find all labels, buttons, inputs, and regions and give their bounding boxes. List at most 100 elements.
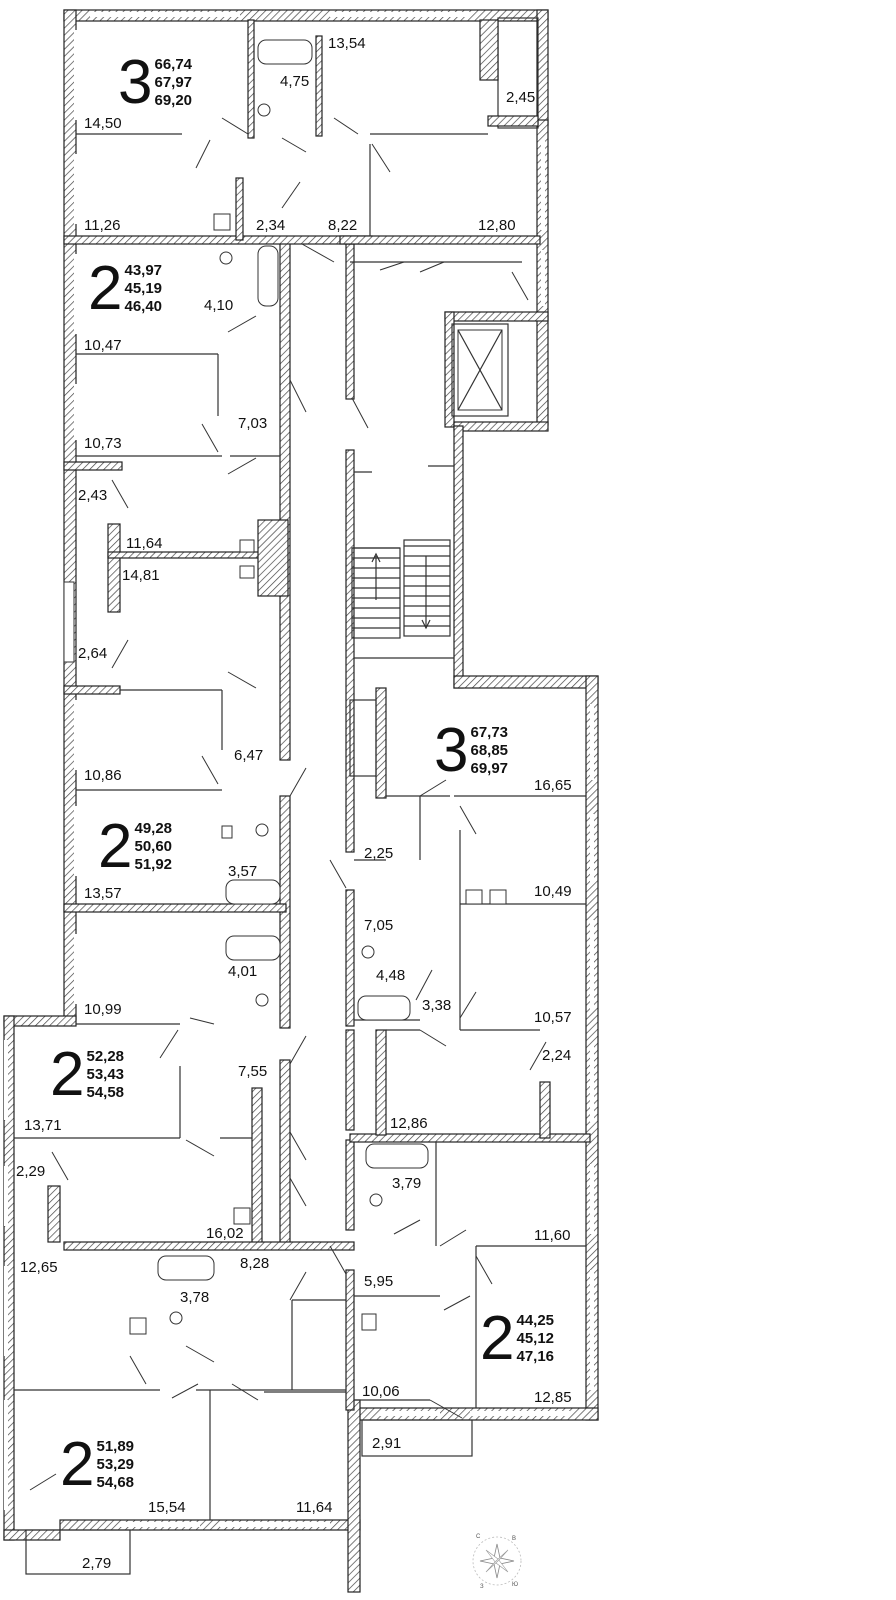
room-area: 11,64 (296, 1499, 333, 1516)
room-area: 10,47 (84, 337, 122, 354)
apartment-label: 2 49,28 50,60 51,92 (98, 816, 172, 878)
room-area: 10,86 (84, 767, 122, 784)
room-area: 11,26 (84, 217, 121, 234)
room-area: 16,02 (206, 1225, 244, 1242)
apartment-sizes: 49,28 50,60 51,92 (134, 820, 172, 874)
room-area: 7,55 (238, 1063, 268, 1080)
room-area: 2,24 (542, 1047, 572, 1064)
size-value: 44,25 (516, 1312, 555, 1329)
room-area: 3,79 (392, 1175, 422, 1192)
room-area: 13,71 (24, 1117, 62, 1134)
compass-north: С (476, 1534, 481, 1540)
apartment-sizes: 44,25 45,12 47,16 (516, 1312, 554, 1366)
size-value: 51,92 (134, 856, 173, 873)
size-value: 46,40 (124, 298, 163, 315)
room-area: 2,79 (82, 1555, 112, 1572)
size-value: 45,19 (124, 280, 163, 297)
size-value: 51,89 (96, 1438, 135, 1455)
room-count: 2 (88, 254, 123, 323)
room-area: 4,01 (228, 963, 258, 980)
apartment-label: 3 67,73 68,85 69,97 (434, 720, 508, 782)
room-area: 10,06 (362, 1383, 400, 1400)
stair-part (349, 699, 377, 777)
compass-east: В (512, 1536, 517, 1542)
room-area: 6,47 (234, 747, 264, 764)
size-value: 54,68 (96, 1474, 135, 1491)
apartment-label: 2 51,89 53,29 54,68 (60, 1434, 134, 1496)
room-count: 3 (118, 48, 153, 117)
size-value: 50,60 (134, 838, 173, 855)
room-area: 12,85 (534, 1389, 572, 1406)
room-area: 2,45 (506, 89, 536, 106)
apartment-label: 2 43,97 45,19 46,40 (88, 258, 162, 320)
size-value: 66,74 (154, 56, 193, 73)
stair-part (371, 552, 381, 563)
compass: С В Ю З (466, 1530, 528, 1592)
room-area: 2,64 (78, 645, 108, 662)
door-swings (29, 117, 547, 1491)
apartment-label: 2 52,28 53,43 54,58 (50, 1044, 124, 1106)
elevator (451, 323, 509, 417)
room-count: 2 (50, 1040, 85, 1109)
room-area: 11,60 (534, 1227, 571, 1244)
room-area: 2,29 (16, 1163, 46, 1180)
room-area: 12,80 (478, 217, 516, 234)
size-value: 43,97 (124, 262, 163, 279)
corridor-walls (251, 239, 355, 1411)
thin-partitions (14, 133, 586, 1520)
size-value: 52,28 (86, 1048, 125, 1065)
size-value: 49,28 (134, 820, 173, 837)
room-area: 14,81 (122, 567, 160, 584)
room-area: 4,10 (204, 297, 234, 314)
room-count: 3 (434, 716, 469, 785)
room-area: 7,03 (238, 415, 268, 432)
apartment-sizes: 43,97 45,19 46,40 (124, 262, 162, 316)
room-area: 15,54 (148, 1499, 186, 1516)
apartment-label: 3 66,74 67,97 69,20 (118, 52, 192, 114)
room-area: 10,57 (534, 1009, 572, 1026)
size-value: 53,43 (86, 1066, 125, 1083)
room-area: 2,43 (78, 487, 108, 504)
bathtubs (157, 39, 429, 1281)
exterior-walls (3, 9, 599, 1593)
room-area: 12,86 (390, 1115, 428, 1132)
size-value: 67,97 (154, 74, 193, 91)
stair (349, 465, 454, 777)
room-area: 10,99 (84, 1001, 122, 1018)
size-value: 68,85 (470, 742, 509, 759)
room-area: 8,28 (240, 1255, 270, 1272)
apartment-sizes: 66,74 67,97 69,20 (154, 56, 192, 110)
room-area: 4,48 (376, 967, 406, 984)
room-area: 10,73 (84, 435, 122, 452)
size-value: 47,16 (516, 1348, 555, 1365)
room-area: 5,95 (364, 1273, 394, 1290)
room-area: 11,64 (126, 535, 163, 552)
size-value: 67,73 (470, 724, 509, 741)
size-value: 54,58 (86, 1084, 125, 1101)
room-area: 2,25 (364, 845, 394, 862)
compass-south: Ю (512, 1582, 519, 1588)
size-value: 53,29 (96, 1456, 135, 1473)
stair-part (403, 539, 451, 637)
partitions (47, 19, 591, 1251)
apartment-sizes: 51,89 53,29 54,68 (96, 1438, 134, 1492)
windows (4, 12, 594, 1527)
room-area: 14,50 (84, 115, 122, 132)
room-count: 2 (60, 1430, 95, 1499)
size-value: 69,20 (154, 92, 193, 109)
compass-west: З (480, 1584, 484, 1590)
room-area: 7,05 (364, 917, 394, 934)
room-area: 12,65 (20, 1259, 58, 1276)
room-area: 2,91 (372, 1435, 402, 1452)
room-count: 2 (480, 1304, 515, 1373)
room-area: 8,22 (328, 217, 358, 234)
room-area: 10,49 (534, 883, 572, 900)
apartment-sizes: 52,28 53,43 54,58 (86, 1048, 124, 1102)
apartment-label: 2 44,25 45,12 47,16 (480, 1308, 554, 1370)
stair-part (421, 619, 431, 630)
room-area: 3,38 (422, 997, 452, 1014)
room-area: 3,57 (228, 863, 258, 880)
size-value: 45,12 (516, 1330, 555, 1347)
compass-rose-icon (472, 1536, 522, 1586)
